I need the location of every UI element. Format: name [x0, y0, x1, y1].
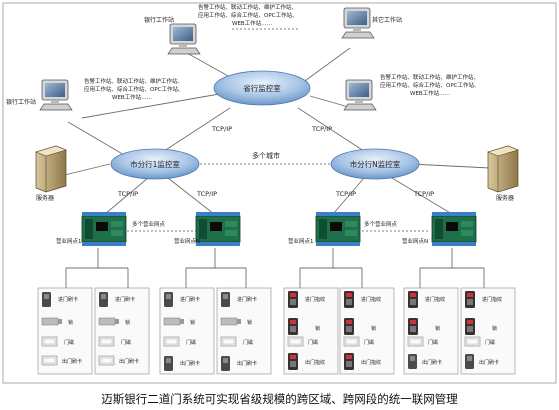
left-functions-line2: 应用工作站、综合工作站、OPC工作站、	[84, 85, 184, 93]
door-magnet-label: 门磁	[364, 339, 374, 346]
tcpip-label-2: TCP/IP	[311, 125, 332, 133]
right-functions-line1: 告警工作站、联动工作站、维护工作站、	[380, 73, 479, 81]
door-panel-2: 进门刷卡 锁 门磁 出门刷卡	[94, 287, 150, 375]
reader-in-label: 进门刷卡	[237, 296, 257, 303]
biometric-out-label: 出门指纹	[361, 359, 381, 366]
multi-outlet-label-left: 多个营业网点	[132, 220, 166, 228]
reader-in-label: 进门刷卡	[115, 296, 135, 303]
door-panel-7: 进门指纹 锁 门磁 出门刷卡	[403, 287, 459, 375]
door-magnet-label: 门磁	[308, 339, 318, 346]
door-panel-5: 进门指纹 锁 门磁 出门指纹	[283, 287, 339, 375]
diagram-frame	[2, 2, 557, 384]
biometric-in-label: 进门指纹	[305, 296, 325, 303]
left-functions-line1: 告警工作站、联动工作站、维护工作站、	[84, 77, 183, 85]
server-right-label: 服务器	[496, 194, 514, 202]
lock-label: 锁	[247, 319, 252, 326]
biometric-in-label: 进门指纹	[361, 296, 381, 303]
tcpip-label-4: TCP/IP	[196, 190, 217, 198]
outlet-n-left-label: 营业网点N	[174, 237, 200, 245]
bank-workstation-left-computer	[39, 79, 73, 111]
door-magnet-label: 门磁	[64, 339, 74, 346]
right-workstation-computer	[343, 79, 377, 111]
exit-reader-label: 出门刷卡	[180, 360, 200, 367]
provincial-monitoring-center	[213, 70, 311, 106]
server-left-icon	[35, 145, 67, 193]
tcpip-label-3: TCP/IP	[117, 190, 138, 198]
multi-outlet-label-right: 多个营业网点	[364, 220, 398, 228]
lock-label: 锁	[315, 325, 320, 332]
tcpip-label-1: TCP/IP	[211, 125, 232, 133]
right-functions-line2: 应用工作站、综合工作站、OPC工作站、	[380, 81, 480, 89]
lock-label: 锁	[435, 325, 440, 332]
controller-board-1	[81, 211, 127, 247]
exit-reader-label: 出门刷卡	[237, 360, 257, 367]
door-panel-8: 进门指纹 锁 门磁 出门刷卡	[460, 287, 516, 375]
controller-board-3	[315, 211, 361, 247]
figure-caption: 迈斯银行二道门系统可实现省级规模的跨区域、跨网段的统一联网管理	[101, 392, 458, 406]
biometric-out-label: 出门指纹	[305, 359, 325, 366]
provincial-center-label: 省行监控室	[243, 83, 281, 93]
top-functions-line2: 应用工作站、综合工作站、OPC工作站、	[198, 11, 298, 19]
door-magnet-label: 门磁	[121, 339, 131, 346]
city-branch-n-label: 市分行N监控室	[350, 159, 401, 169]
city-branch-1-label: 市分行1监控室	[130, 159, 180, 169]
outlet-1-label: 营业网点1	[56, 237, 82, 245]
bank-workstation-left-label: 银行工作站	[6, 98, 36, 106]
network-links	[51, 47, 491, 288]
door-magnet-label: 门磁	[428, 339, 438, 346]
tcpip-label-5: TCP/IP	[335, 190, 356, 198]
outlet-1-right-label: 营业网点1	[288, 237, 314, 245]
door-panel-1: 进门刷卡 锁 门磁 出门刷卡	[37, 287, 93, 375]
bank-workstation-top-computer	[167, 23, 201, 55]
right-functions-line3: WEB工作站……	[410, 89, 450, 97]
door-panel-3: 进门刷卡 锁 门磁 出门刷卡	[159, 287, 215, 375]
server-right-icon	[487, 145, 519, 193]
lock-label: 锁	[492, 325, 497, 332]
other-workstation-label: 其它工作站	[372, 16, 402, 24]
door-panel-6: 进门指纹 锁 门磁 出门指纹	[339, 287, 395, 375]
door-panel-4: 进门刷卡 锁 门磁 出门刷卡	[216, 287, 272, 375]
controller-board-2	[195, 211, 241, 247]
tcpip-label-6: TCP/IP	[413, 190, 434, 198]
controller-board-4	[431, 211, 477, 247]
exit-reader-label: 出门刷卡	[62, 358, 82, 365]
multi-city-label: 多个城市	[252, 151, 280, 160]
city-branch-n-center	[330, 148, 420, 180]
dotted-links	[127, 28, 430, 232]
biometric-in-label: 进门指纹	[482, 296, 502, 303]
lock-label: 锁	[125, 319, 130, 326]
bank-workstation-top-label: 银行工作站	[144, 16, 174, 24]
other-workstation-computer	[341, 7, 375, 39]
lock-label: 锁	[371, 325, 376, 332]
top-functions-line1: 告警工作站、联动工作站、维护工作站、	[198, 3, 297, 11]
exit-reader-label: 出门刷卡	[479, 359, 499, 366]
server-left-label: 服务器	[36, 194, 54, 202]
top-functions-line3: WEB工作站……	[232, 19, 272, 27]
outlet-n-right-label: 营业网点N	[402, 237, 428, 245]
reader-in-label: 进门刷卡	[58, 296, 78, 303]
left-functions-line3: WEB工作站……	[112, 93, 152, 101]
lock-label: 锁	[68, 319, 73, 326]
door-magnet-label: 门磁	[186, 339, 196, 346]
door-magnet-label: 门磁	[485, 339, 495, 346]
reader-in-label: 进门刷卡	[180, 296, 200, 303]
city-branch-1-center	[110, 148, 200, 180]
lock-label: 锁	[190, 319, 195, 326]
exit-reader-label: 出门刷卡	[422, 359, 442, 366]
exit-reader-label: 出门刷卡	[119, 358, 139, 365]
door-magnet-label: 门磁	[243, 339, 253, 346]
biometric-in-label: 进门指纹	[425, 296, 445, 303]
